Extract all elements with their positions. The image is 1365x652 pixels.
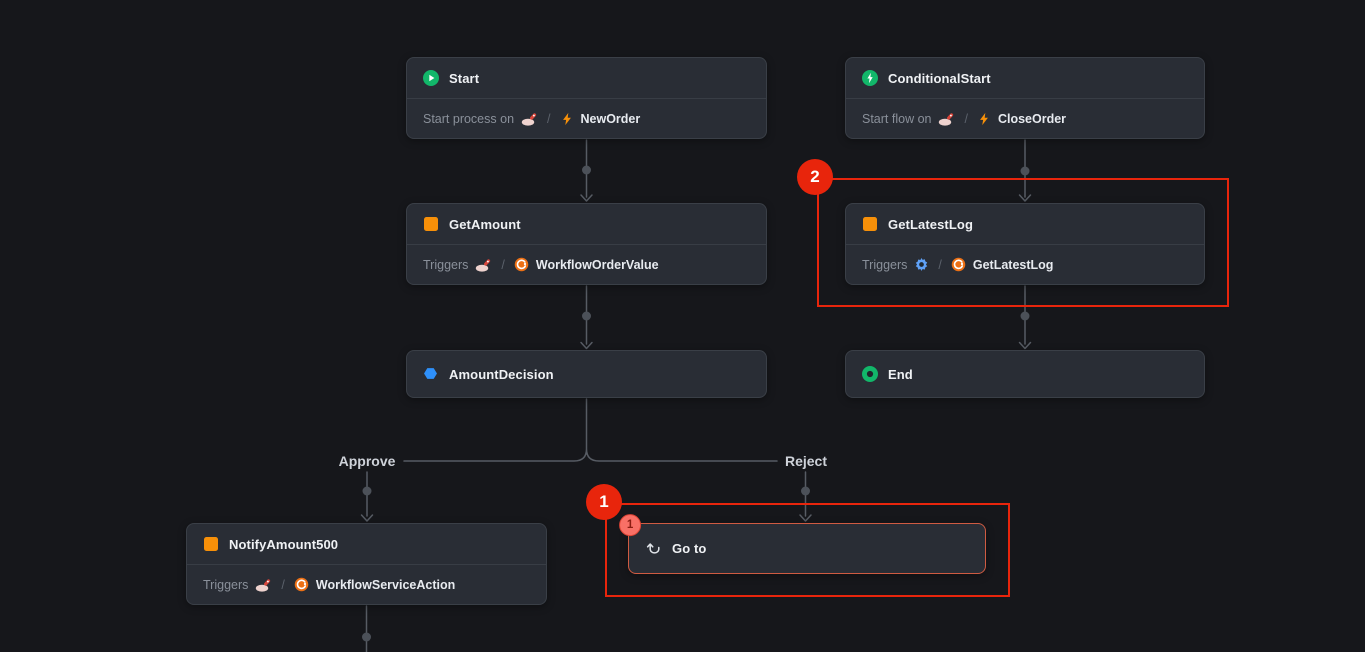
- end-icon: [862, 366, 878, 382]
- node-amountdecision[interactable]: AmountDecision: [406, 350, 767, 398]
- edge-decision-branch: [403, 398, 778, 462]
- node-entity: WorkflowServiceAction: [315, 577, 456, 592]
- system-gear-icon: [914, 257, 929, 272]
- bolt-icon: [977, 112, 991, 126]
- action-square-icon: [862, 216, 878, 232]
- app-rocket-icon: [521, 112, 538, 126]
- service-action-icon: [294, 577, 309, 592]
- node-title: AmountDecision: [449, 366, 554, 382]
- conditional-start-icon: [862, 70, 878, 86]
- node-entity: GetLatestLog: [972, 257, 1054, 272]
- start-icon: [423, 70, 439, 86]
- node-subtitle-prefix: Triggers: [423, 257, 469, 272]
- branch-label-reject: Reject: [784, 453, 828, 469]
- node-goto[interactable]: 1 Go to: [619, 514, 986, 574]
- node-subtitle-prefix: Start flow on: [862, 111, 932, 126]
- separator: /: [501, 257, 505, 272]
- action-square-icon: [203, 536, 219, 552]
- node-getamount[interactable]: GetAmount Triggers / WorkflowOrderValue: [406, 203, 767, 285]
- annotation-circle-1: 1: [586, 484, 622, 520]
- node-title: GetLatestLog: [888, 216, 973, 232]
- decision-hexagon-icon: [423, 366, 439, 382]
- node-subtitle-prefix: Triggers: [862, 257, 908, 272]
- node-subtitle-prefix: Start process on: [423, 111, 515, 126]
- node-notifyamount500[interactable]: NotifyAmount500 Triggers / WorkflowServi…: [186, 523, 547, 605]
- node-entity: CloseOrder: [997, 111, 1067, 126]
- annotation-rect-2: [817, 178, 1229, 307]
- node-title: End: [888, 366, 913, 382]
- node-end[interactable]: End: [845, 350, 1205, 398]
- action-square-icon: [423, 216, 439, 232]
- node-subtitle-prefix: Triggers: [203, 577, 249, 592]
- branch-label-approve: Approve: [338, 453, 396, 469]
- node-entity: NewOrder: [580, 111, 641, 126]
- annotation-rect-1: [605, 503, 1010, 597]
- node-title: ConditionalStart: [888, 70, 991, 86]
- separator: /: [938, 257, 942, 272]
- app-rocket-icon: [938, 112, 955, 126]
- bolt-icon: [560, 112, 574, 126]
- node-title: Go to: [672, 541, 707, 556]
- node-start[interactable]: Start Start process on / NewOrder: [406, 57, 767, 139]
- goto-count-badge: 1: [619, 514, 642, 537]
- separator: /: [964, 111, 968, 126]
- service-action-icon: [514, 257, 529, 272]
- service-action-icon: [951, 257, 966, 272]
- annotation-circle-2: 2: [797, 159, 833, 195]
- node-title: GetAmount: [449, 216, 521, 232]
- node-title: NotifyAmount500: [229, 536, 339, 552]
- node-entity: WorkflowOrderValue: [535, 257, 659, 272]
- app-rocket-icon: [475, 258, 492, 272]
- separator: /: [281, 577, 285, 592]
- node-conditionalstart[interactable]: ConditionalStart Start flow on / CloseOr…: [845, 57, 1205, 139]
- node-getlatestlog[interactable]: GetLatestLog Triggers / GetLatestLog: [845, 203, 1205, 285]
- goto-arrow-icon: [645, 540, 662, 557]
- separator: /: [547, 111, 551, 126]
- node-title: Start: [449, 70, 480, 86]
- app-rocket-icon: [255, 578, 272, 592]
